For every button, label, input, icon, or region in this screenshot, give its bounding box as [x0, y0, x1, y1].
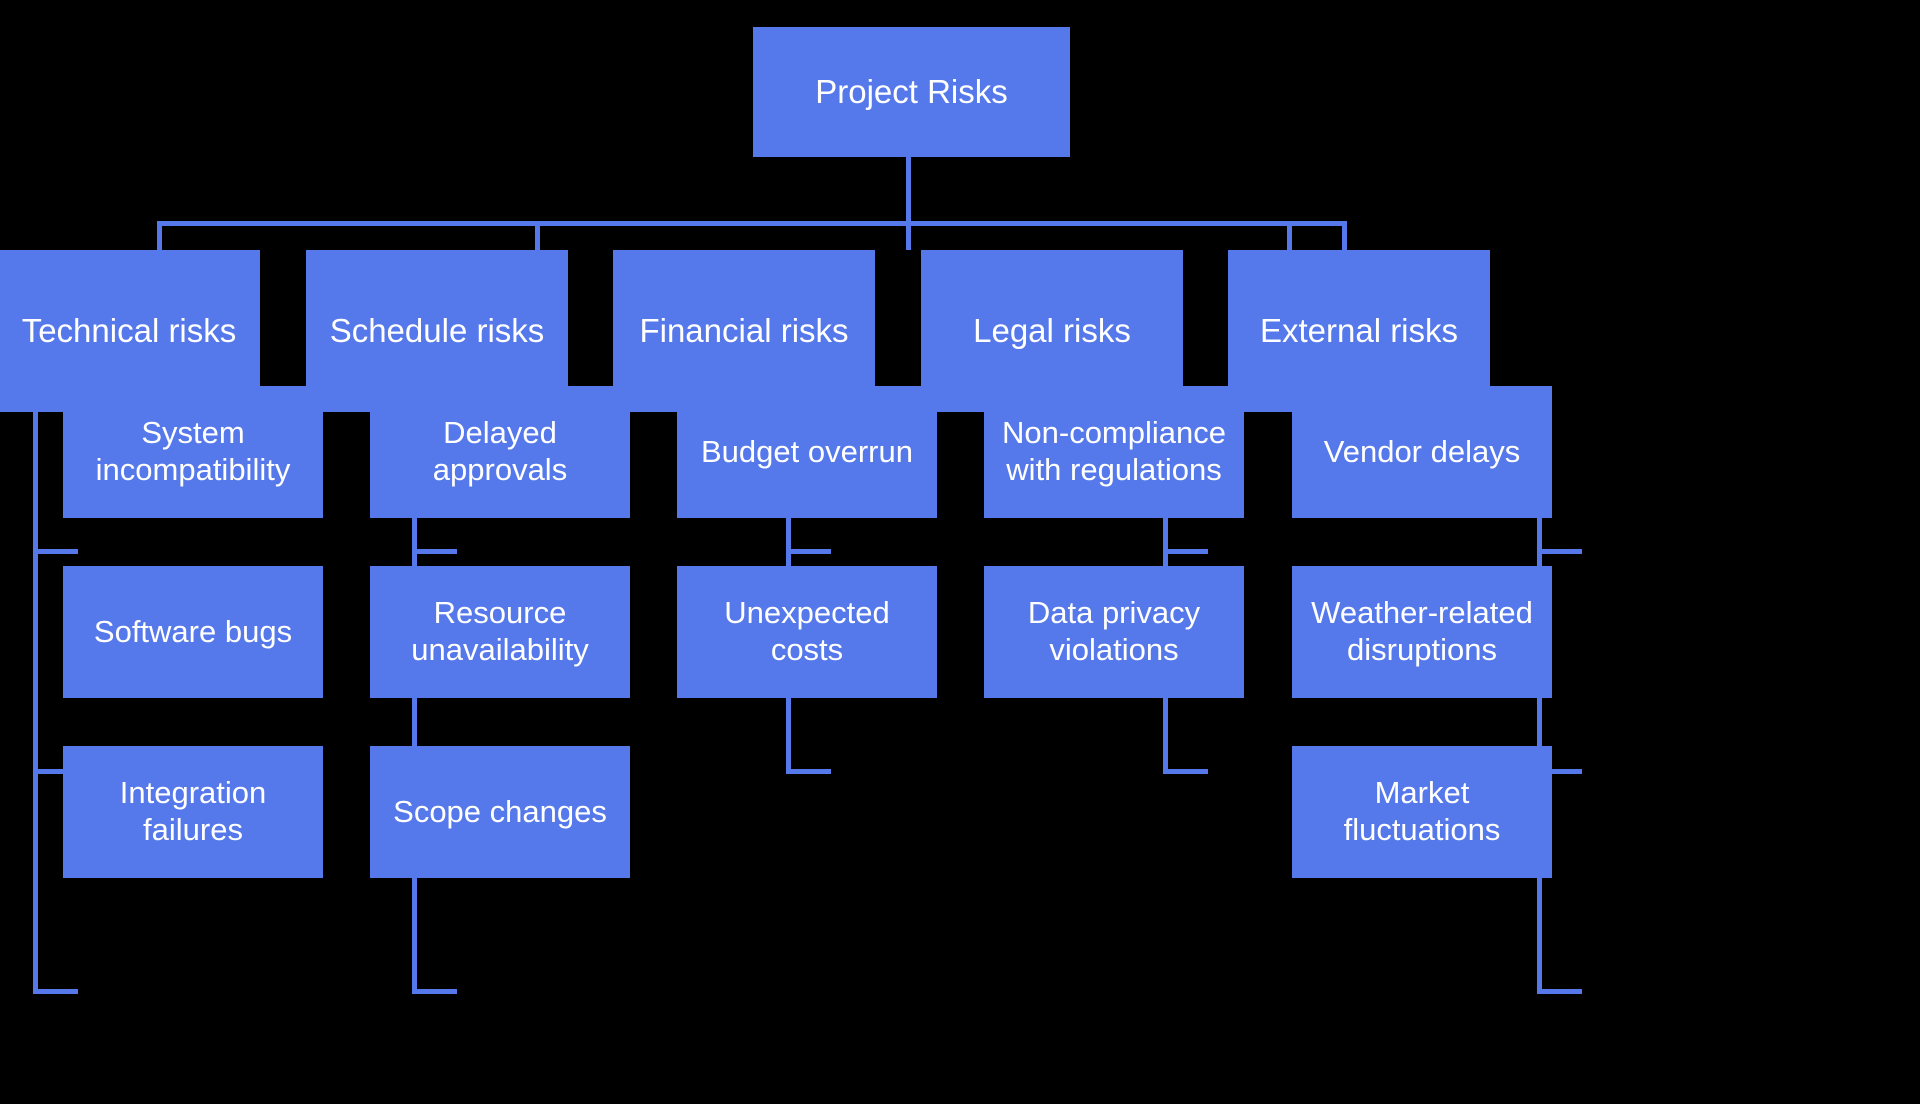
node-label: Software bugs	[93, 613, 293, 649]
edge-spine-schedule	[412, 412, 417, 994]
node-label: Data privacy violations	[1027, 595, 1201, 667]
edge-stub-legal-2	[1163, 769, 1208, 774]
node-leaf-unexpected-costs[interactable]: Unexpected costs	[677, 566, 937, 698]
node-leaf-integration-failures[interactable]: Integration failures	[63, 746, 323, 878]
edge-drop-external	[1342, 221, 1347, 250]
node-label: Market fluctuations	[1343, 775, 1501, 847]
edge-root-stem	[906, 156, 911, 224]
node-branch-external-risks[interactable]: External risks	[1228, 250, 1490, 412]
node-label: Legal risks	[973, 311, 1131, 349]
edge-stub-legal-1	[1163, 549, 1208, 554]
edge-stub-technical-1	[33, 549, 78, 554]
node-label: Unexpected costs	[724, 595, 890, 667]
node-label: Technical risks	[21, 311, 237, 349]
edge-drop-legal	[1287, 221, 1292, 250]
node-leaf-weather-related-disruptions[interactable]: Weather-related disruptions	[1292, 566, 1552, 698]
node-leaf-resource-unavailability[interactable]: Resource unavailability	[370, 566, 630, 698]
edge-stub-financial-2	[786, 769, 831, 774]
node-leaf-data-privacy-violations[interactable]: Data privacy violations	[984, 566, 1244, 698]
node-branch-technical-risks[interactable]: Technical risks	[0, 250, 260, 412]
edge-root-bus	[157, 221, 1347, 226]
node-label: Budget overrun	[701, 433, 913, 469]
node-branch-legal-risks[interactable]: Legal risks	[921, 250, 1183, 412]
node-label: Resource unavailability	[411, 595, 589, 667]
edge-stub-technical-3	[33, 989, 78, 994]
edge-stub-external-1	[1537, 549, 1582, 554]
node-label: System incompatibility	[95, 415, 291, 487]
node-label: External risks	[1259, 311, 1459, 349]
edge-drop-technical	[157, 221, 162, 250]
edge-spine-technical-ext	[33, 412, 38, 994]
edge-spine-external	[1537, 412, 1542, 994]
node-leaf-scope-changes[interactable]: Scope changes	[370, 746, 630, 878]
node-leaf-software-bugs[interactable]: Software bugs	[63, 566, 323, 698]
node-label: Weather-related disruptions	[1311, 595, 1533, 667]
edge-drop-schedule	[535, 221, 540, 250]
node-label: Schedule risks	[329, 311, 545, 349]
node-leaf-system-incompatibility[interactable]: System incompatibility	[63, 386, 323, 518]
edge-stub-schedule-1	[412, 549, 457, 554]
node-leaf-market-fluctuations[interactable]: Market fluctuations	[1292, 746, 1552, 878]
edge-stub-technical-2	[33, 769, 78, 774]
node-label: Project Risks	[815, 72, 1008, 110]
node-label: Non-compliance with regulations	[1002, 415, 1226, 487]
node-branch-financial-risks[interactable]: Financial risks	[613, 250, 875, 412]
node-label: Integration failures	[119, 775, 267, 847]
edge-stub-external-2	[1537, 769, 1582, 774]
edge-drop-financial	[906, 221, 911, 250]
edge-stub-schedule-3	[412, 989, 457, 994]
node-label: Financial risks	[639, 311, 849, 349]
node-leaf-budget-overrun[interactable]: Budget overrun	[677, 386, 937, 518]
node-root-project-risks[interactable]: Project Risks	[753, 27, 1070, 157]
node-label: Delayed approvals	[432, 415, 568, 487]
node-label: Scope changes	[393, 793, 607, 829]
node-leaf-vendor-delays[interactable]: Vendor delays	[1292, 386, 1552, 518]
edge-stub-external-3	[1537, 989, 1582, 994]
node-leaf-non-compliance-with-regulations[interactable]: Non-compliance with regulations	[984, 386, 1244, 518]
node-label: Vendor delays	[1323, 433, 1521, 469]
node-branch-schedule-risks[interactable]: Schedule risks	[306, 250, 568, 412]
edge-stub-financial-1	[786, 549, 831, 554]
node-leaf-delayed-approvals[interactable]: Delayed approvals	[370, 386, 630, 518]
